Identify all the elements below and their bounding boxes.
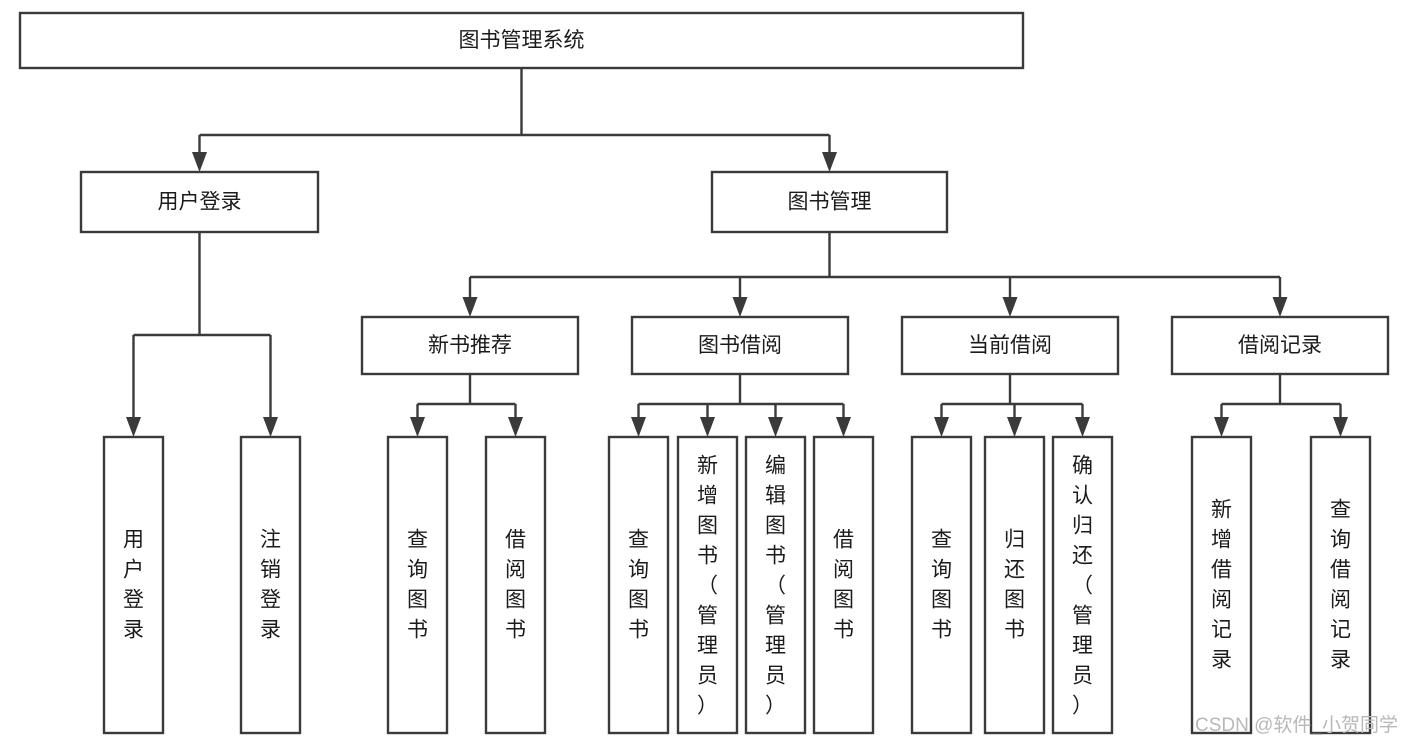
arrow-head-current-borrow bbox=[1002, 297, 1018, 317]
node-label-borrow-record: 借阅记录 bbox=[1238, 334, 1322, 357]
node-label-book-borrow: 图书借阅 bbox=[698, 334, 782, 357]
node-label-book-manage: 图书管理 bbox=[788, 191, 872, 214]
node-label-user-login: 用户登录 bbox=[158, 191, 242, 214]
node-label-leaf-user-login: 用户登录 bbox=[123, 529, 144, 642]
node-label-leaf-confirm-return: 确认归还（管理员） bbox=[1072, 455, 1093, 718]
node-leaf-return-book[interactable]: 归还图书 bbox=[983, 435, 1046, 735]
arrow-head-book-borrow bbox=[732, 297, 748, 317]
node-box-leaf-confirm-return bbox=[1051, 435, 1114, 735]
node-label-leaf-borrow-book-2: 借阅图书 bbox=[833, 529, 854, 642]
arrow-head-book-manage bbox=[822, 152, 837, 172]
arrow-head-leaf-query-book-2 bbox=[631, 417, 646, 437]
node-box-leaf-return-book bbox=[983, 435, 1046, 735]
node-label-leaf-edit-book: 编辑图书（管理员） bbox=[765, 455, 786, 718]
node-label-current-borrow: 当前借阅 bbox=[968, 334, 1052, 357]
node-label-leaf-logout: 注销登录 bbox=[260, 529, 281, 642]
arrow-head-new-book-recommend bbox=[462, 297, 478, 317]
arrow-head-leaf-borrow-book-2 bbox=[836, 417, 851, 437]
node-book-borrow[interactable]: 图书借阅 bbox=[630, 315, 850, 376]
node-leaf-add-record[interactable]: 新增借阅记录 bbox=[1190, 435, 1253, 735]
csdn-watermark: CSDN @软件_小贺同学 bbox=[1195, 714, 1398, 736]
node-box-leaf-query-record bbox=[1309, 435, 1372, 735]
node-box-leaf-add-record bbox=[1190, 435, 1253, 735]
node-box-leaf-query-book-3 bbox=[910, 435, 973, 735]
node-leaf-add-book[interactable]: 新增图书（管理员） bbox=[676, 435, 739, 735]
node-box-leaf-logout bbox=[239, 435, 302, 735]
node-label-leaf-borrow-book-1: 借阅图书 bbox=[505, 529, 526, 642]
node-box-root bbox=[18, 11, 1025, 70]
node-leaf-borrow-book-2[interactable]: 借阅图书 bbox=[812, 435, 875, 735]
arrow-head-leaf-return-book bbox=[1007, 417, 1022, 437]
arrow-head-borrow-record bbox=[1272, 297, 1288, 317]
node-root[interactable]: 图书管理系统 bbox=[18, 11, 1025, 70]
node-current-borrow[interactable]: 当前借阅 bbox=[900, 315, 1120, 376]
node-book-manage[interactable]: 图书管理 bbox=[710, 170, 949, 234]
arrow-head-leaf-query-record bbox=[1333, 417, 1348, 437]
node-box-current-borrow bbox=[900, 315, 1120, 376]
node-label-leaf-query-book-2: 查询图书 bbox=[628, 529, 649, 642]
arrow-head-leaf-edit-book bbox=[768, 417, 783, 437]
node-leaf-query-book-2[interactable]: 查询图书 bbox=[607, 435, 670, 735]
node-box-leaf-add-book bbox=[676, 435, 739, 735]
node-leaf-user-login[interactable]: 用户登录 bbox=[102, 435, 165, 735]
arrow-head-leaf-query-book-3 bbox=[934, 417, 949, 437]
arrow-head-leaf-user-login bbox=[126, 417, 141, 437]
node-leaf-edit-book[interactable]: 编辑图书（管理员） bbox=[744, 435, 807, 735]
node-leaf-borrow-book-1[interactable]: 借阅图书 bbox=[484, 435, 547, 735]
node-box-leaf-query-book-2 bbox=[607, 435, 670, 735]
node-box-borrow-record bbox=[1170, 315, 1390, 376]
node-box-user-login bbox=[79, 170, 320, 234]
arrow-head-leaf-logout bbox=[263, 417, 278, 437]
arrow-head-leaf-add-book bbox=[700, 417, 715, 437]
node-new-book-recommend[interactable]: 新书推荐 bbox=[360, 315, 580, 376]
node-user-login[interactable]: 用户登录 bbox=[79, 170, 320, 234]
node-label-new-book-recommend: 新书推荐 bbox=[428, 334, 512, 357]
node-leaf-logout[interactable]: 注销登录 bbox=[239, 435, 302, 735]
node-borrow-record[interactable]: 借阅记录 bbox=[1170, 315, 1390, 376]
node-box-book-borrow bbox=[630, 315, 850, 376]
node-box-new-book-recommend bbox=[360, 315, 580, 376]
node-box-leaf-borrow-book-2 bbox=[812, 435, 875, 735]
node-label-leaf-query-book-1: 查询图书 bbox=[407, 529, 428, 642]
node-box-leaf-borrow-book-1 bbox=[484, 435, 547, 735]
connectors-layer bbox=[126, 68, 1348, 437]
node-label-leaf-add-book: 新增图书（管理员） bbox=[697, 455, 718, 718]
nodes-layer: 图书管理系统用户登录图书管理新书推荐图书借阅当前借阅借阅记录用户登录注销登录查询… bbox=[18, 11, 1390, 735]
arrow-head-leaf-query-book-1 bbox=[410, 417, 425, 437]
node-leaf-query-record[interactable]: 查询借阅记录 bbox=[1309, 435, 1372, 735]
node-leaf-query-book-3[interactable]: 查询图书 bbox=[910, 435, 973, 735]
arrow-head-user-login bbox=[192, 152, 207, 172]
node-label-root: 图书管理系统 bbox=[459, 29, 585, 52]
arrow-head-leaf-confirm-return bbox=[1075, 417, 1090, 437]
arrow-head-leaf-add-record bbox=[1214, 417, 1229, 437]
node-box-leaf-edit-book bbox=[744, 435, 807, 735]
node-label-leaf-return-book: 归还图书 bbox=[1004, 529, 1025, 642]
node-label-leaf-query-record: 查询借阅记录 bbox=[1330, 499, 1351, 672]
node-label-leaf-add-record: 新增借阅记录 bbox=[1211, 499, 1232, 672]
node-box-leaf-user-login bbox=[102, 435, 165, 735]
node-box-book-manage bbox=[710, 170, 949, 234]
arrow-head-leaf-borrow-book-1 bbox=[508, 417, 523, 437]
node-box-leaf-query-book-1 bbox=[386, 435, 449, 735]
node-leaf-query-book-1[interactable]: 查询图书 bbox=[386, 435, 449, 735]
node-leaf-confirm-return[interactable]: 确认归还（管理员） bbox=[1051, 435, 1114, 735]
node-label-leaf-query-book-3: 查询图书 bbox=[931, 529, 952, 642]
